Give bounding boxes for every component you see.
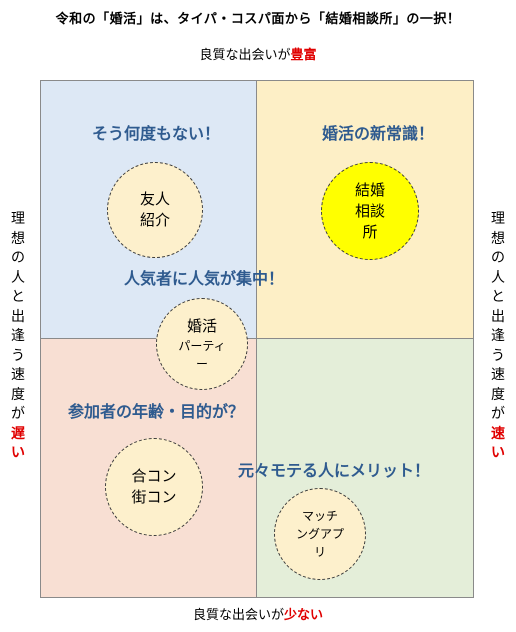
- label-top-right: 婚活の新常識！: [322, 124, 435, 143]
- axis-right-char: 想: [491, 230, 505, 247]
- axis-right-char: 速: [491, 367, 505, 383]
- label-top-left: そう何度もない！: [92, 124, 221, 143]
- circle-text: 友人: [139, 190, 170, 208]
- axis-right-char: が: [491, 406, 505, 422]
- axis-left-char: が: [11, 406, 25, 422]
- axis-bottom-prefix: 良質な出会いが: [192, 608, 284, 623]
- circle-text: 街コン: [131, 488, 177, 506]
- axis-right-char: 出: [491, 308, 505, 325]
- axis-left-char: の: [11, 250, 25, 266]
- axis-top-label: 良質な出会いが豊富: [0, 44, 516, 63]
- circle-text: ー: [195, 356, 208, 371]
- axis-right-highlight: 速: [491, 425, 505, 442]
- axis-right-char: 逢: [491, 328, 505, 344]
- axis-left-char: 理: [11, 211, 25, 227]
- axis-right-char: 理: [491, 211, 505, 227]
- circle-text: 所: [362, 222, 378, 241]
- circle-text: 合コン: [131, 467, 177, 485]
- axis-right-label: 理 想 の 人 と 出 逢 う 速 度 が 速 い: [486, 210, 510, 464]
- circle-gokon-machikon: 合コン 街コン: [105, 438, 203, 536]
- axis-bottom-label: 良質な出会いが少ない: [0, 604, 516, 623]
- diagram-title: 令和の「婚活」は、タイパ・コスパ面から「結婚相談所」の一択！: [55, 12, 461, 27]
- axis-left-char: 逢: [11, 328, 25, 344]
- axis-left-highlight: い: [11, 445, 25, 461]
- axis-left-char: 想: [11, 230, 25, 247]
- axis-right-char: の: [491, 250, 505, 266]
- matrix-frame: [40, 80, 474, 598]
- horizontal-divider: [41, 338, 473, 339]
- circle-text: マッチ: [301, 509, 338, 523]
- axis-bottom-highlight: 少ない: [284, 608, 324, 623]
- circle-text: ングアプ: [295, 527, 344, 541]
- axis-left-highlight: 遅: [11, 425, 25, 442]
- circle-text: 婚活: [186, 316, 217, 335]
- vertical-divider: [256, 81, 257, 597]
- axis-right-char: 人: [491, 269, 505, 286]
- circle-text: 結婚: [354, 180, 385, 199]
- circle-text: パーティ: [178, 338, 226, 353]
- axis-right-highlight: い: [491, 445, 505, 461]
- circle-marriage-agency: 結婚 相談 所: [321, 162, 419, 260]
- label-center: 人気者に人気が集中！: [124, 269, 285, 288]
- axis-top-highlight: 豊富: [290, 48, 317, 63]
- axis-right-char: う: [491, 347, 505, 364]
- circle-matching-app: マッチ ングアプ リ: [274, 488, 366, 580]
- circle-text: 紹介: [139, 211, 170, 229]
- axis-right-char: 度: [491, 386, 505, 403]
- axis-left-char: う: [11, 347, 25, 364]
- circle-konkatsu-party: 婚活 パーティ ー: [156, 298, 248, 390]
- circle-friend-introduction: 友人 紹介: [107, 162, 203, 258]
- axis-right-char: と: [491, 289, 505, 305]
- axis-left-label: 理 想 の 人 と 出 逢 う 速 度 が 遅 い: [6, 210, 30, 464]
- axis-left-char: 度: [11, 386, 25, 403]
- circle-text: 相談: [354, 201, 385, 220]
- axis-left-char: 出: [11, 308, 25, 325]
- axis-left-char: と: [11, 289, 25, 305]
- axis-left-char: 人: [11, 269, 25, 286]
- circle-text: リ: [313, 545, 326, 559]
- axis-top-prefix: 良質な出会いが: [199, 48, 291, 63]
- label-bottom-left: 参加者の年齢・目的が？: [68, 402, 245, 421]
- axis-left-char: 速: [11, 367, 25, 383]
- label-bottom-right: 元々モテる人にメリット！: [238, 461, 431, 480]
